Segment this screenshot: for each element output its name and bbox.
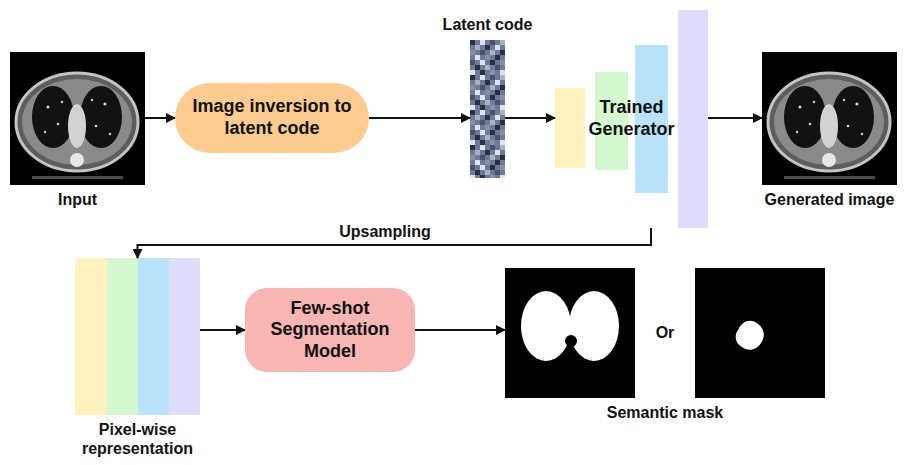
node-label: Generated image <box>765 190 895 209</box>
node-text: Image inversion to latent code <box>175 96 369 139</box>
flow-arrow <box>505 117 555 119</box>
node-text: Trained Generator <box>555 97 708 140</box>
node-label: Latent code <box>443 15 533 34</box>
node-label: Input <box>58 190 97 209</box>
output-image: Generated image <box>762 52 897 185</box>
generator-stack: Trained Generator <box>555 10 708 228</box>
or-label: Or <box>653 323 678 342</box>
feature-stack: Pixel-wise representation <box>75 258 200 415</box>
segmentation-box: Few-shot Segmentation Model <box>245 288 415 373</box>
edge-label: Upsampling <box>336 222 434 241</box>
flow-arrow <box>369 117 470 119</box>
input-image: Input <box>10 52 145 185</box>
node-text: Few-shot Segmentation Model <box>245 298 415 363</box>
node-label: Semantic mask <box>607 403 724 422</box>
flow-arrow <box>708 117 762 119</box>
flow-arrow <box>200 329 245 331</box>
latent-code: Latent code <box>470 40 505 178</box>
flow-arrow <box>415 329 505 331</box>
node-label: Pixel-wise representation <box>63 420 213 458</box>
encoder-pill: Image inversion to latent code <box>175 83 369 153</box>
flow-arrow <box>145 117 175 119</box>
